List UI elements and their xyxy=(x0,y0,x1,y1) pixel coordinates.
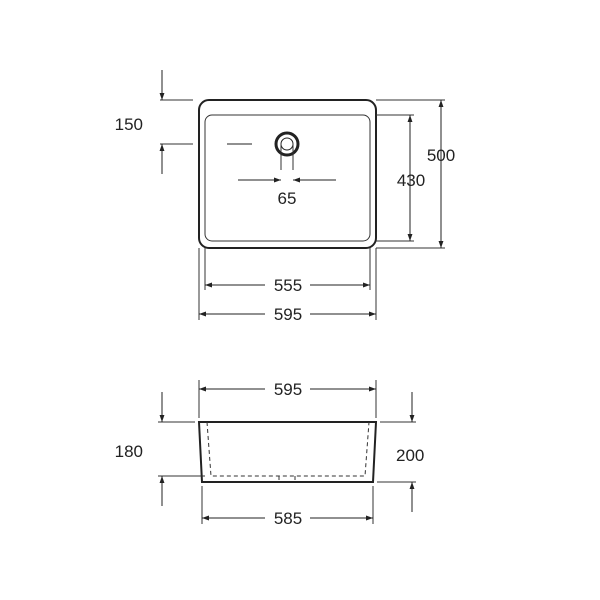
dim-total-width-label: 595 xyxy=(274,305,302,324)
dim-total-depth-label: 500 xyxy=(427,146,455,165)
dim-drain-label: 65 xyxy=(278,189,297,208)
basin-inner-hidden-line xyxy=(206,421,370,477)
dim-total-height-label: 200 xyxy=(396,446,424,465)
dim-rim-depth-label: 150 xyxy=(115,115,143,134)
dim-side-top-width-label: 595 xyxy=(274,380,302,399)
dim-inner-depth-label: 430 xyxy=(397,171,425,190)
drain-outer-ring xyxy=(274,131,300,157)
basin-inner-outline xyxy=(204,114,371,242)
side-view: 595 180 200 585 xyxy=(115,380,424,528)
basin-side-outline xyxy=(197,421,378,483)
drain-inner-ring xyxy=(280,137,294,151)
dim-side-bottom-width-label: 585 xyxy=(274,509,302,528)
dim-inner-height-label: 180 xyxy=(115,442,143,461)
dim-inner-width-label: 555 xyxy=(274,276,302,295)
basin-outer-outline xyxy=(198,99,377,249)
top-view: 65 150 430 500 555 595 xyxy=(115,70,455,324)
